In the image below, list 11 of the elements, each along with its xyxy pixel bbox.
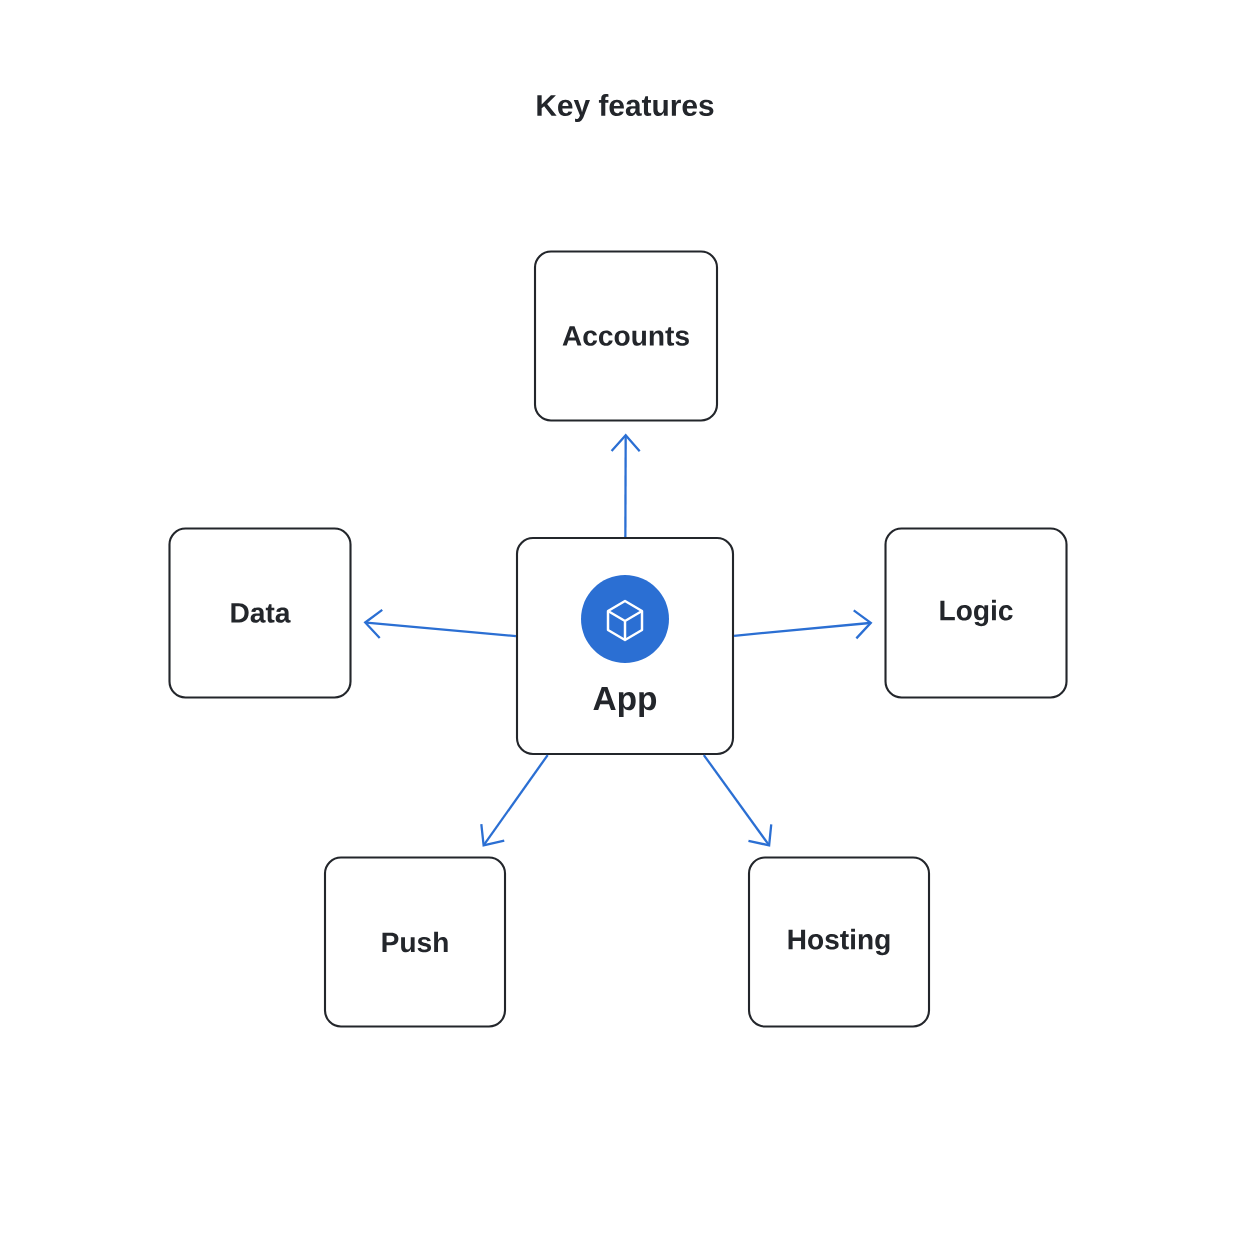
arrow [363,609,517,639]
arrow [702,754,773,847]
arrow [610,433,641,537]
feature-box: Accounts [533,250,719,422]
feature-box: Push [323,856,507,1028]
feature-box: Logic [884,527,1068,699]
feature-box: Hosting [747,856,931,1028]
arrow [480,754,549,847]
arrow [733,609,873,640]
feature-box: Data [168,527,352,699]
title: Key features [537,94,714,122]
